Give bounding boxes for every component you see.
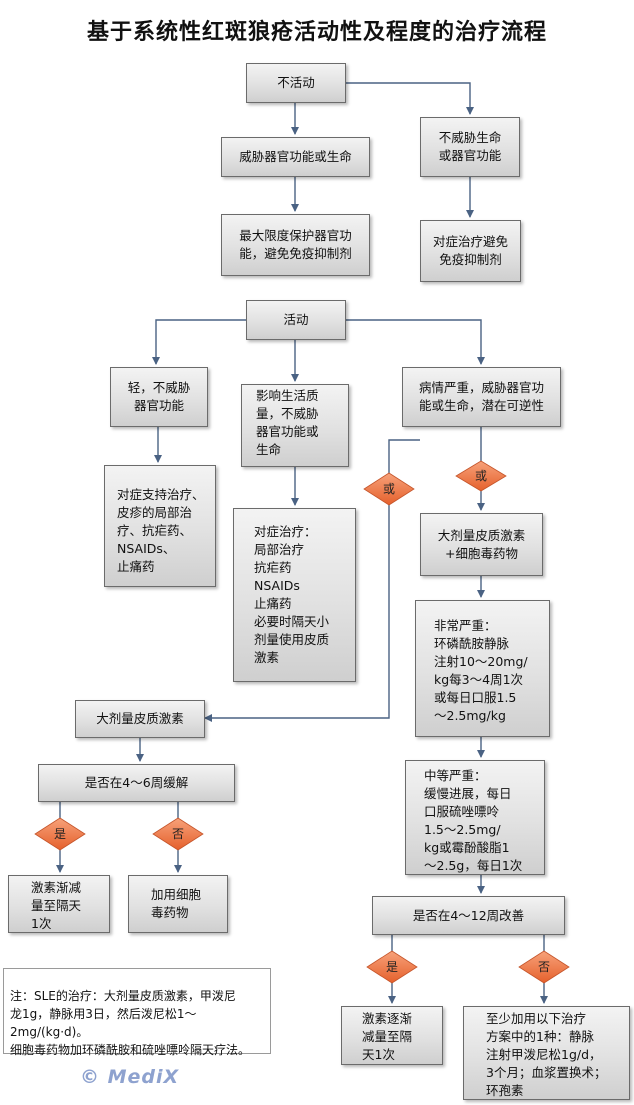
node-add-more-treatment: 至少加用以下治疗 方案中的1种：静脉 注射甲泼尼松1g/d， 3个月；血浆置换术… — [463, 1006, 630, 1100]
or-label-right: 或 — [474, 469, 487, 483]
node-high-dose-plus: 大剂量皮质激素 +细胞毒药物 — [420, 513, 543, 576]
node-remission-check: 是否在4～6周缓解 — [38, 764, 235, 802]
node-quality-of-life: 影响生活质 量，不威胁 器官功能或 生命 — [241, 384, 349, 467]
yes-label-1: 是 — [53, 827, 66, 841]
no-label-2: 否 — [537, 960, 550, 974]
or-diamond-right — [455, 460, 507, 492]
node-symptomatic-avoid: 对症治疗避免 免疫抑制剂 — [420, 220, 521, 282]
arrow-severe-highdose — [204, 439, 420, 722]
yes-label-2: 是 — [385, 960, 398, 974]
watermark-logo: © MediX — [80, 1066, 180, 1088]
footnote: 注：SLE的治疗：大剂量皮质激素，甲泼尼 龙1g，静脉用3日，然后泼尼松1～2m… — [3, 968, 271, 1057]
node-threatening: 威胁器官功能或生命 — [221, 137, 370, 177]
arrow-active-severe — [345, 319, 485, 365]
node-mild: 轻，不威胁 器官功能 — [110, 367, 208, 427]
node-taper-2: 激素逐渐 减量至隔 天1次 — [341, 1006, 443, 1065]
no-diamond-1 — [152, 817, 204, 851]
or-diamond-left — [363, 472, 415, 506]
node-not-threatening: 不威胁生命 或器官功能 — [420, 117, 520, 177]
no-diamond-2 — [518, 950, 570, 984]
node-very-severe: 非常严重： 环磷酰胺静脉 注射10～20mg/ kg每3～4周1次 或每日口服1… — [415, 600, 550, 737]
node-high-dose: 大剂量皮质激素 — [75, 700, 205, 738]
node-severe: 病情严重，威胁器官功 能或生命，潜在可逆性 — [402, 367, 561, 427]
yes-diamond-1 — [34, 817, 86, 851]
node-moderate: 中等严重： 缓慢进展，每日 口服硫唑嘌呤 1.5～2.5mg/ kg或霉酚酸脂1… — [405, 760, 545, 875]
node-inactive: 不活动 — [246, 63, 346, 103]
arrow-inactive-not-threatening — [345, 82, 474, 115]
yes-diamond-2 — [366, 950, 418, 984]
node-add-cytotoxic: 加用细胞 毒药物 — [128, 875, 228, 933]
no-label-1: 否 — [171, 827, 184, 841]
page-title: 基于系统性红斑狼疮活动性及程度的治疗流程 — [86, 19, 547, 45]
node-mild-treatment: 对症支持治疗、 皮疹的局部治 疗、抗疟药、 NSAIDs、 止痛药 — [104, 465, 216, 587]
node-taper: 激素渐减 量至隔天 1次 — [8, 875, 110, 933]
node-improve-check: 是否在4～12周改善 — [372, 896, 565, 935]
node-active: 活动 — [246, 300, 346, 340]
or-label-left: 或 — [382, 482, 395, 496]
node-max-protect: 最大限度保护器官功 能，避免免疫抑制剂 — [221, 214, 370, 276]
node-qol-treatment: 对症治疗： 局部治疗 抗疟药 NSAIDs 止痛药 必要时隔天小 剂量使用皮质 … — [233, 508, 356, 682]
arrow-active-mild — [152, 319, 247, 365]
